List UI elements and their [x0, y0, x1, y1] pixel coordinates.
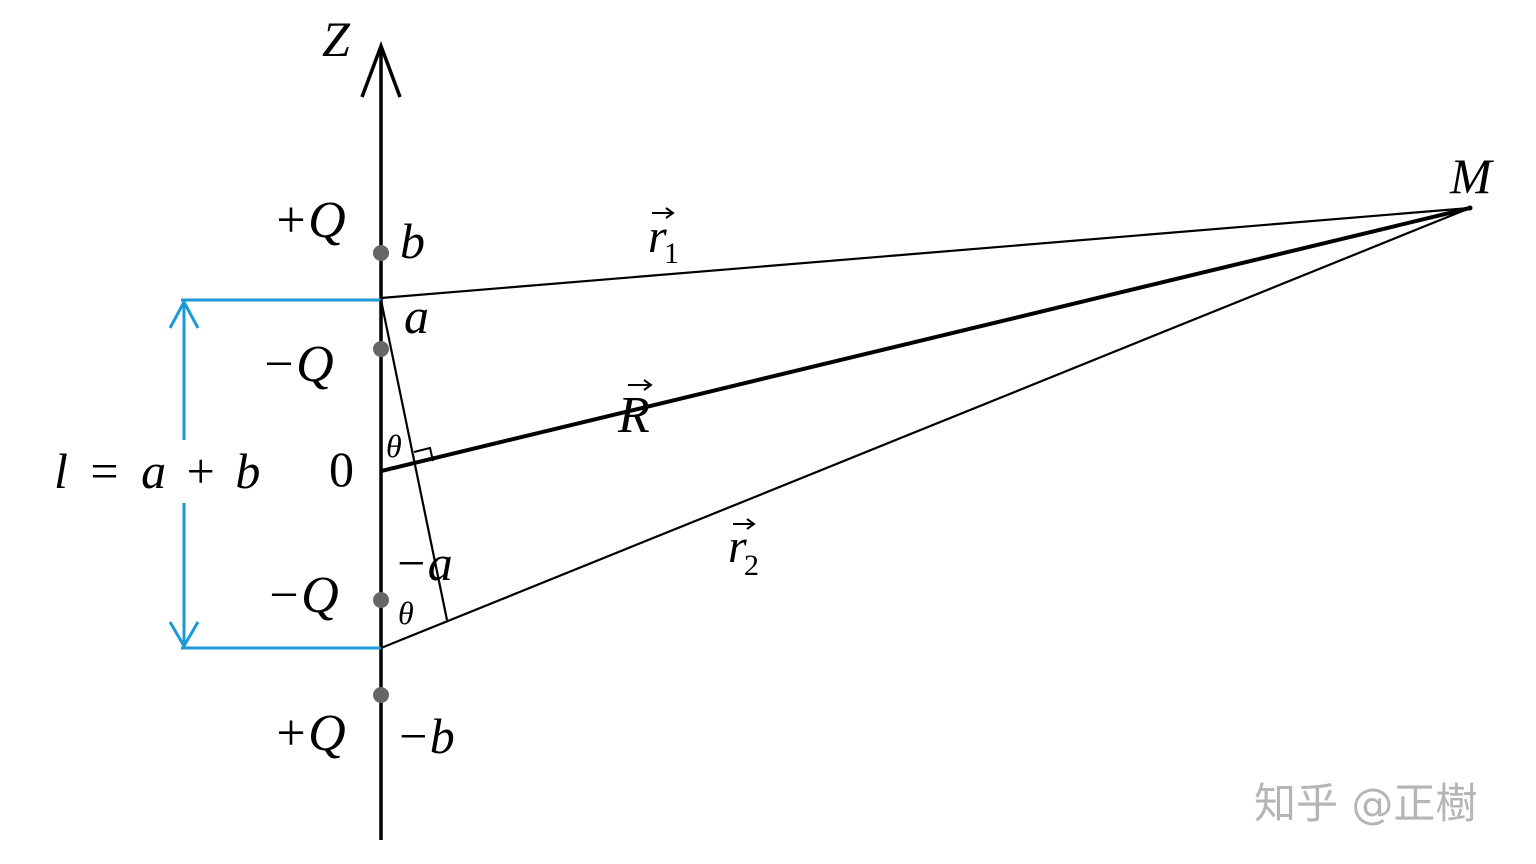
vector-R-label: R	[617, 379, 653, 444]
vector-r2-label: r 2	[728, 518, 759, 582]
point-m-dot	[1467, 205, 1473, 211]
charge-bottom-label: +Q	[273, 705, 346, 762]
point-m-label: M	[1449, 148, 1494, 204]
right-angle-marker	[413, 446, 434, 462]
position-top-label: b	[400, 213, 425, 269]
vector-R-arrowhead	[643, 379, 653, 391]
charge-lower-label: −Q	[266, 567, 339, 624]
vector-R-symbol: R	[617, 387, 650, 444]
dimension-plus: +	[187, 443, 215, 499]
position-upper-label: a	[404, 288, 429, 344]
theta-lower-label: θ	[398, 595, 414, 631]
position-bottom-label: −b	[396, 708, 455, 764]
vector-r2-line	[380, 206, 1471, 650]
dimension-l: l	[54, 443, 68, 499]
z-axis-arrowhead	[360, 40, 402, 98]
position-lower-label: −a	[394, 535, 453, 591]
dimension-eq: =	[90, 443, 118, 499]
vector-R-line	[380, 206, 1471, 473]
vector-r1-subscript: 1	[664, 237, 679, 270]
vector-r2-subscript: 2	[744, 549, 759, 582]
origin-label: 0	[329, 441, 354, 497]
dimension-arrow-up	[168, 298, 200, 329]
vector-r2-symbol: r	[728, 520, 747, 573]
vector-r1-line	[380, 206, 1471, 300]
dimension-a: a	[141, 443, 166, 499]
theta-upper-label: θ	[386, 428, 402, 464]
watermark: 知乎 @正樹	[1254, 779, 1477, 828]
vector-r2-arrowhead	[746, 518, 756, 530]
dimension-label: l = a + b	[54, 443, 260, 499]
vector-r1-symbol: r	[648, 210, 667, 263]
charge-upper-dot	[373, 341, 389, 357]
z-axis-label: Z	[322, 11, 351, 67]
vector-r1-arrowhead	[665, 207, 675, 219]
vector-r1-label: r 1	[648, 207, 679, 270]
charge-bottom-dot	[373, 687, 389, 703]
dimension-arrow-down	[168, 621, 200, 649]
projection-line	[379, 299, 449, 621]
charge-top-label: +Q	[273, 192, 346, 249]
charge-upper-label: −Q	[261, 336, 334, 393]
charge-lower-dot	[373, 592, 389, 608]
dimension-b: b	[235, 443, 260, 499]
charge-top-dot	[373, 245, 389, 261]
